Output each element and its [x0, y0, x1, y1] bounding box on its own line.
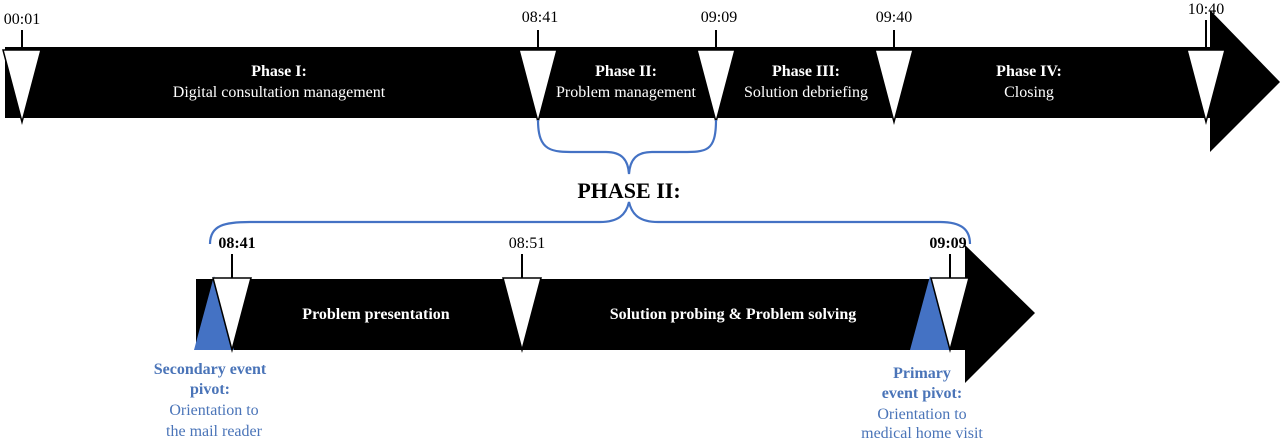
secondary-pivot-title-2: pivot: — [190, 381, 230, 398]
primary-pivot-desc-2: medical home visit — [861, 425, 983, 440]
top-tick-label-1040: 10:40 — [1188, 1, 1224, 18]
phase-2-title: Phase II: — [595, 63, 657, 80]
phase-4-title: Phase IV: — [996, 63, 1062, 80]
bottom-timeline: 08:41 08:51 09:09 Problem presentation S… — [194, 235, 1035, 383]
primary-pivot-title-1: Primary — [893, 365, 951, 382]
top-timeline: 00:01 08:41 09:09 09:40 10:40 Phase I: D… — [2, 1, 1280, 152]
secondary-pivot-annotation: Secondary event pivot: Orientation to th… — [154, 361, 267, 440]
top-tick-label-0841: 08:41 — [522, 9, 558, 26]
bottom-tick-label-0841: 08:41 — [218, 235, 255, 252]
secondary-pivot-desc-1: Orientation to — [169, 402, 258, 419]
segment-problem-presentation: Problem presentation — [302, 306, 450, 323]
top-tick-label-0940: 09:40 — [876, 9, 912, 26]
secondary-pivot-desc-2: the mail reader — [166, 423, 263, 440]
top-marker-0940 — [874, 49, 914, 125]
bottom-marker-0909 — [930, 277, 970, 353]
phase-3-subtitle: Solution debriefing — [744, 84, 868, 101]
phase-1-subtitle: Digital consultation management — [173, 84, 386, 101]
top-timeline-arrow — [5, 10, 1280, 152]
zoom-heading: PHASE II: — [577, 178, 680, 203]
bottom-tick-label-0851: 08:51 — [509, 235, 545, 252]
primary-pivot-title-2: event pivot: — [882, 385, 962, 402]
primary-pivot-annotation: Primary event pivot: Orientation to medi… — [861, 365, 983, 440]
top-marker-0001 — [2, 49, 42, 125]
top-tick-label-0909: 09:09 — [701, 9, 737, 26]
segment-solution-probing: Solution probing & Problem solving — [610, 306, 857, 323]
secondary-pivot-title-1: Secondary event — [154, 361, 267, 378]
primary-pivot-desc-1: Orientation to — [877, 406, 966, 423]
bottom-marker-0851 — [502, 277, 542, 353]
top-marker-1040 — [1186, 49, 1226, 125]
top-marker-0841 — [518, 49, 558, 125]
secondary-pivot-marker — [194, 276, 234, 350]
top-marker-0909 — [696, 49, 736, 125]
bottom-tick-label-0909: 09:09 — [929, 235, 966, 252]
phase-1-title: Phase I: — [251, 63, 307, 80]
top-tick-label-0001: 00:01 — [4, 11, 40, 28]
bottom-timeline-arrow — [196, 245, 1035, 383]
primary-pivot-marker — [910, 276, 950, 350]
top-brace — [536, 119, 718, 175]
phase-2-subtitle: Problem management — [556, 84, 697, 101]
bottom-brace — [208, 201, 972, 245]
bottom-marker-0841 — [212, 277, 252, 353]
phase-3-title: Phase III: — [772, 63, 840, 80]
phase-4-subtitle: Closing — [1004, 84, 1054, 101]
